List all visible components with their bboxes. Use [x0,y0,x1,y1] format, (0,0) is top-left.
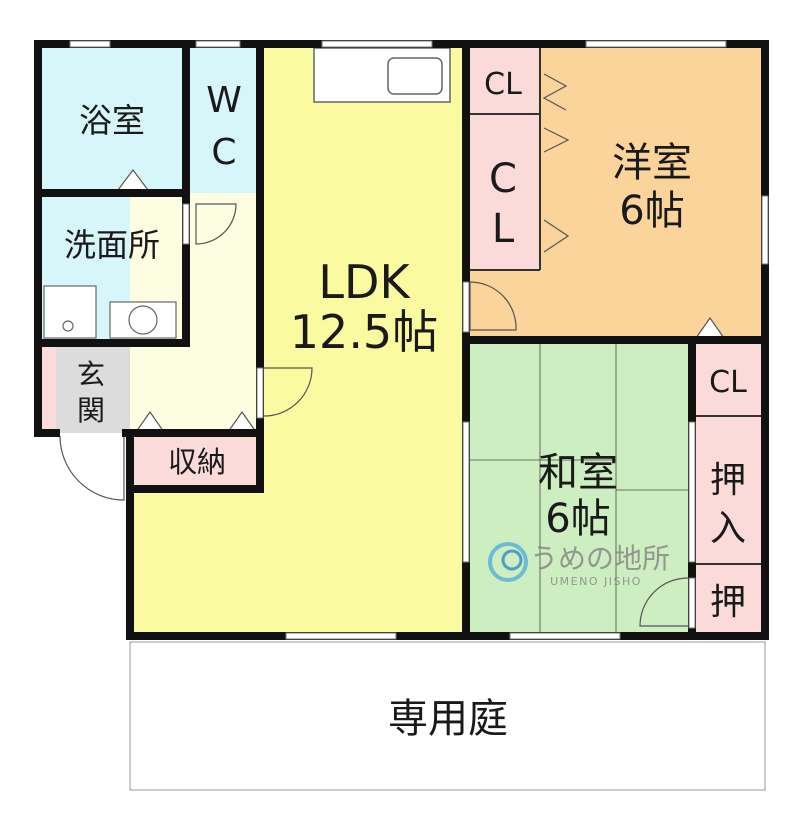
folding-door-marks [542,73,570,253]
cl-right-fill [692,340,765,416]
watermark-logo-icon [488,542,528,582]
wc-label-w: W [206,80,242,121]
cl-right-label: CL [709,365,747,400]
tatami-lines [470,344,690,632]
japanese-fill [466,340,692,636]
storage-fill [130,433,260,489]
door-swings [59,203,689,627]
cl-top-fill [466,44,540,114]
ldk-fill [130,44,466,636]
entrance-label-1: 玄 [77,358,105,391]
watermark: うめの地所 UMENO JISHO [488,542,670,588]
ldk-label-2: 12.5帖 [290,305,438,359]
washroom-label: 洗面所 [64,226,160,264]
drain-icon [62,320,74,332]
ldk-label-1: LDK [318,255,411,309]
oshiire-label-1: 押 [710,460,746,501]
cl-big-label-l: L [492,206,515,252]
garden-area [129,641,766,791]
watermark-sub: UMENO JISHO [550,575,642,588]
western-label-1: 洋室 [612,140,692,186]
japanese-label-1: 和室 [538,450,618,496]
basin-bowl [128,305,158,335]
windows [69,40,769,640]
oshiire-label-2: 入 [710,508,746,549]
japanese-label-2: 6帖 [545,496,610,542]
storage-label: 収納 [168,445,226,479]
watermark-logo-inner-icon [501,549,523,571]
oshi-small-label: 押 [710,582,746,623]
bath-fill [38,44,186,193]
cl-top-label: CL [484,67,522,102]
western-label-2: 6帖 [619,188,684,234]
entrance-side-fill [38,343,56,433]
watermark-brand: うめの地所 [530,542,670,575]
kitchen-sink [387,57,443,95]
garden-label: 専用庭 [388,696,508,742]
cl-big-label-c: C [489,156,517,202]
oshiire-fill [692,416,765,564]
cl-big-fill [466,114,540,270]
wc-fill [186,44,260,193]
closet-dividers [466,44,765,565]
wc-label-c: C [211,132,236,173]
entrance-label-2: 関 [77,394,105,427]
oshi-small-fill [692,564,765,636]
bath-label: 浴室 [79,101,145,140]
